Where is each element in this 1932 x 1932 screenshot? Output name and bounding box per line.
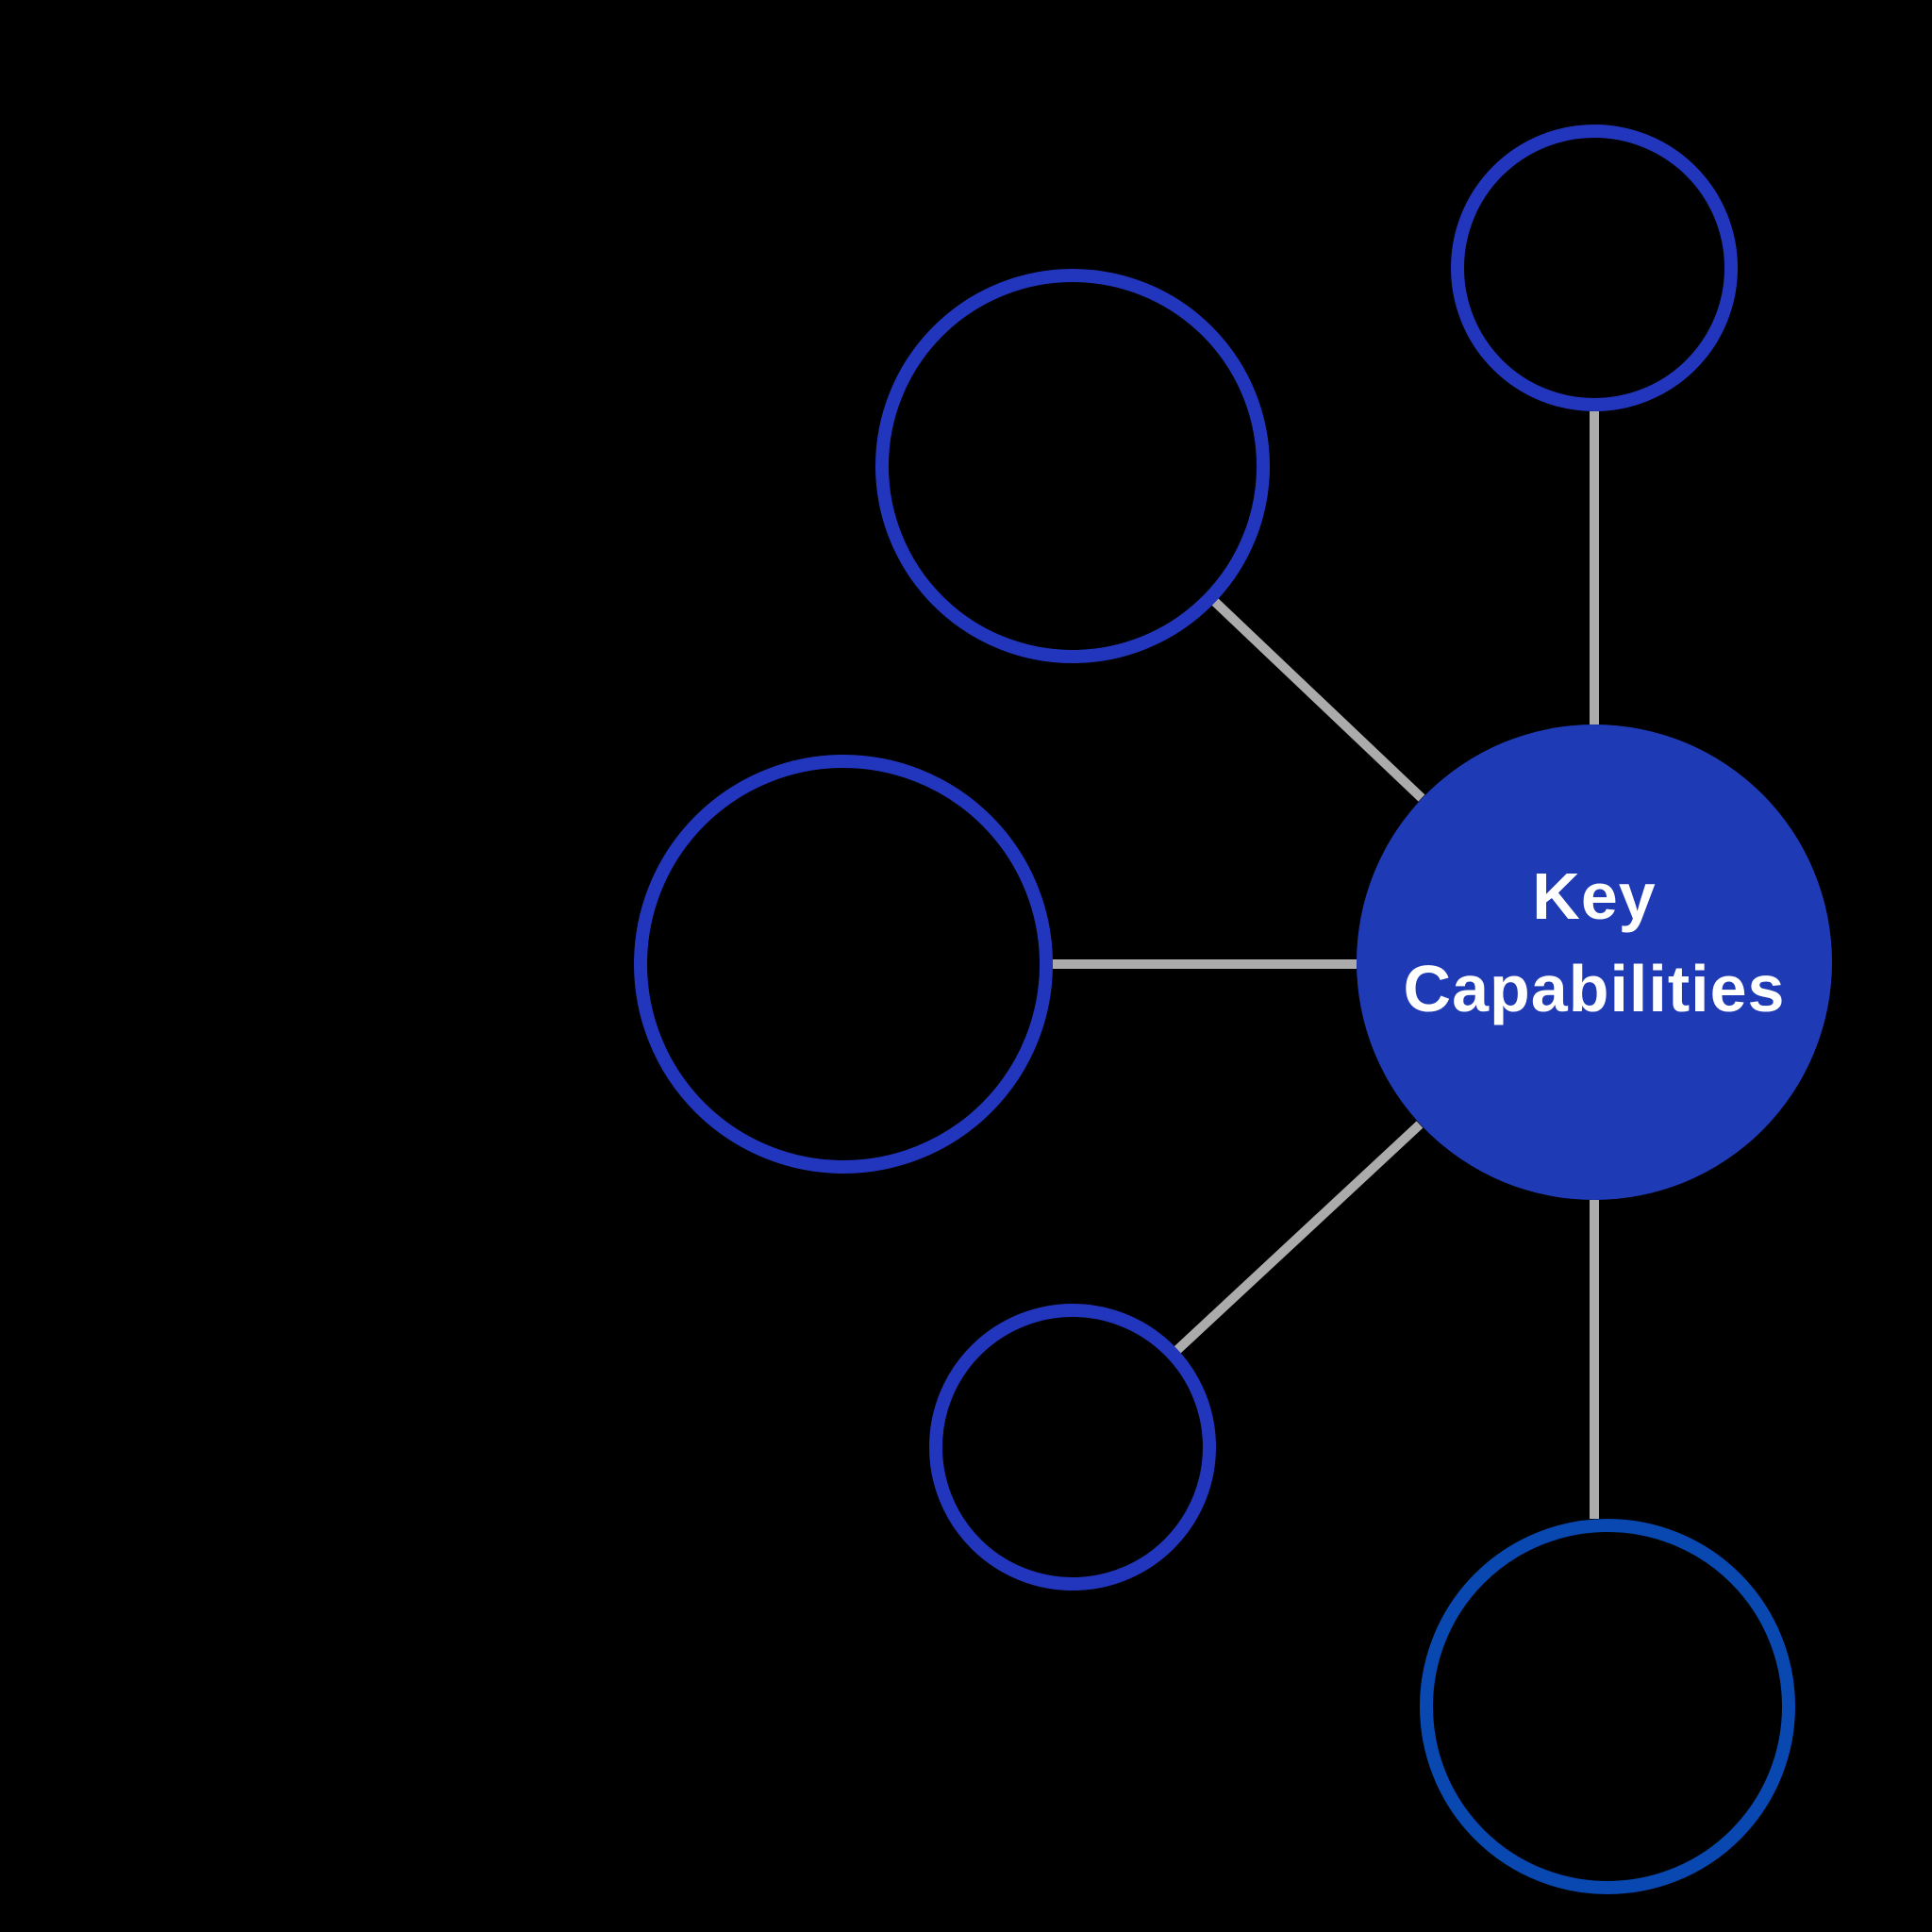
connector-upper-left (1211, 598, 1425, 802)
node-upper-left (875, 269, 1270, 663)
node-lower-left (929, 1304, 1216, 1591)
node-left (634, 755, 1053, 1174)
node-top (1451, 125, 1738, 411)
hub-label-line2: Capabilities (1404, 952, 1786, 1025)
nodes-layer (634, 125, 1832, 1894)
connectors-layer (1053, 411, 1599, 1519)
hub-label-line1: Key (1532, 859, 1656, 933)
hub-label: Key Capabilities (1404, 859, 1786, 1025)
connector-lower-left (1174, 1121, 1424, 1354)
hub-key-capabilities (1357, 724, 1832, 1200)
node-bottom (1420, 1519, 1795, 1894)
